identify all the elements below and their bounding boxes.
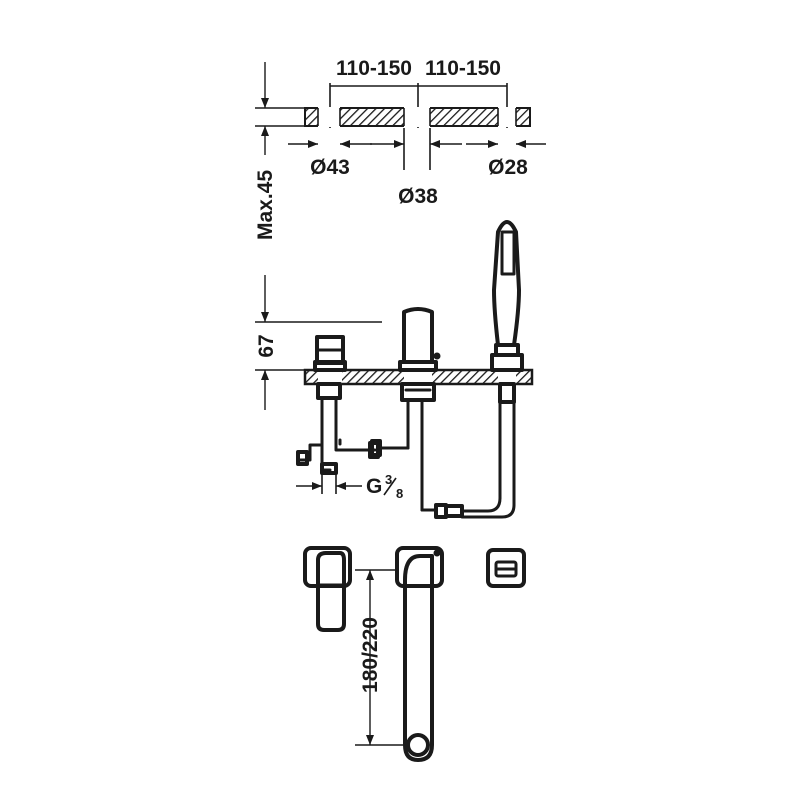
spout-icon <box>395 546 444 762</box>
spacing-right-label: 110-150 <box>425 57 501 80</box>
deck-plate <box>304 107 531 127</box>
connection-dimension: G 3 8 <box>296 472 403 501</box>
spacing-dimension: 110-150 110-150 <box>329 57 508 128</box>
hole-left-label: Ø43 <box>310 156 350 179</box>
reach-label: 180/220 <box>359 617 382 693</box>
connection-denominator-label: 8 <box>396 486 403 501</box>
hole-diameter-dimensions: Ø43 Ø38 Ø28 <box>288 128 546 208</box>
hole-center-label: Ø38 <box>398 185 438 208</box>
spout-body <box>370 307 464 519</box>
deck-plate-section: 110-150 110-150 <box>254 57 546 240</box>
lever-handle-icon <box>296 335 380 475</box>
handshower-icon <box>460 220 524 519</box>
connection-prefix-label: G <box>366 475 382 498</box>
diverter-knob-icon <box>486 548 526 588</box>
height-dimension: 67 <box>255 275 382 410</box>
side-elevation: 67 <box>255 220 534 519</box>
top-view: 180/220 <box>303 546 526 762</box>
max-thickness-label: Max.45 <box>254 170 277 240</box>
lever-handle-top-icon <box>303 546 352 632</box>
spacing-left-label: 110-150 <box>336 57 412 80</box>
height-label: 67 <box>255 334 278 357</box>
max-thickness-dimension: Max.45 <box>254 62 305 240</box>
hole-right-label: Ø28 <box>488 156 528 179</box>
connection-numerator-label: 3 <box>385 472 392 487</box>
reach-dimension: 180/220 <box>355 569 405 746</box>
